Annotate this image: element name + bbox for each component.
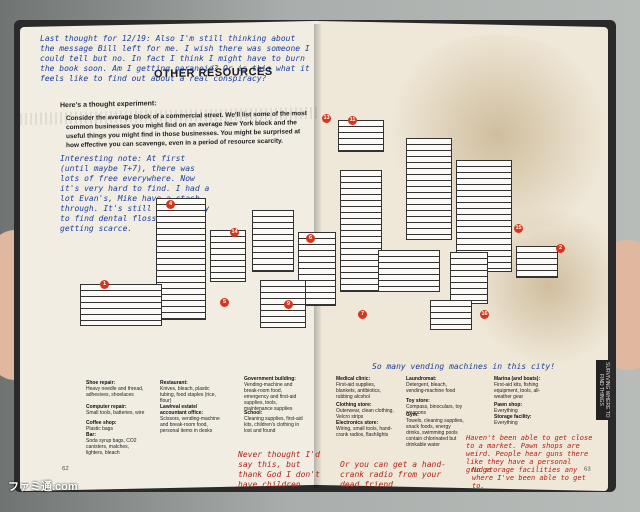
marker-9: 9 — [284, 300, 293, 309]
handwritten-note-pawn: Haven't been able to get close to a mark… — [466, 434, 593, 474]
legend-item-9: Medical clinic:First-aid supplies, blank… — [336, 376, 382, 400]
legend-item-16: Pawn shop:Everything — [494, 402, 523, 414]
building — [210, 230, 246, 282]
city-block-illustration: 1 2 4 5 6 7 9 11 13 14 15 16 — [70, 114, 590, 360]
lead-text: Here's a thought experiment: — [60, 100, 157, 110]
building — [252, 210, 294, 272]
tall-building — [406, 138, 452, 240]
legend-item-5: Restaurant:Knives, bleach, plastic tubin… — [160, 380, 216, 404]
legend-item-1: Shoe repair:Heavy needle and thread, adh… — [86, 380, 144, 398]
marker-16: 16 — [480, 310, 489, 319]
legend-item-14: Gym:Towels, cleaning supplies, snack foo… — [406, 412, 464, 448]
chapter-tab: SURVIVING WHERE TO FIND THINGS — [596, 360, 610, 420]
handwritten-note-top: Last thought for 12/19: Also I'm still t… — [40, 34, 310, 83]
building — [338, 120, 384, 152]
handwritten-note-side: Interesting note: At first (until maybe … — [60, 154, 210, 233]
watermark-logo: ファミ通.com — [8, 481, 78, 493]
legend-item-10: Clothing store:Outerwear, clean clothing… — [336, 402, 394, 420]
marker-2: 2 — [556, 244, 565, 253]
legend-item-4: Bar:Soda syrup bags, CO2 canisters, matc… — [86, 432, 137, 456]
marker-7: 7 — [358, 310, 367, 319]
handwritten-note-storage: No storage facilities any where I've bee… — [472, 466, 586, 490]
marker-5: 5 — [220, 298, 229, 307]
legend-item-8: School:Cleaning supplies, first-aid kits… — [244, 410, 303, 434]
legend-item-15: Marina (and boats):First-aid kits, fishi… — [494, 376, 541, 400]
legend-item-11: Electronics store:Wiring, small tools, h… — [336, 420, 393, 438]
marker-14: 14 — [230, 228, 239, 237]
marker-13: 13 — [322, 114, 331, 123]
handwritten-note-children: Never thought I'd say this, but thank Go… — [238, 450, 320, 489]
marker-1: 1 — [100, 280, 109, 289]
handwritten-note-radio: Or you can get a hand-crank radio from y… — [340, 460, 446, 489]
tall-building — [340, 170, 382, 292]
building — [80, 284, 162, 326]
tall-building — [156, 198, 206, 320]
legend-item-3: Coffee shop:Plastic bags — [86, 420, 117, 432]
legend-item-13: Toy store:Compass, binoculars, toy weapo… — [406, 398, 463, 416]
page-number-left: 62 — [62, 466, 69, 473]
legend-item-7: Government building:Vending-machine and … — [244, 376, 297, 412]
marker-6: 6 — [306, 234, 315, 243]
building — [516, 246, 558, 278]
marker-11: 11 — [348, 116, 357, 125]
legend-item-2: Computer repair:Small tools, batteries, … — [86, 404, 145, 416]
building — [450, 252, 488, 304]
body-text: Consider the average block of a commerci… — [66, 110, 307, 150]
building — [430, 300, 472, 330]
building — [260, 280, 306, 328]
marker-4: 4 — [166, 200, 175, 209]
legend-item-6: Law/real estate/ accountant office:Sciss… — [160, 404, 220, 434]
building — [378, 250, 440, 292]
handwritten-note-vending: So many vending machines in this city! — [372, 362, 556, 371]
legend-item-12: Laundromat:Detergent, bleach, vending-ma… — [406, 376, 456, 394]
legend-item-17: Storage facility:Everything — [494, 414, 532, 426]
marker-15: 15 — [514, 224, 523, 233]
